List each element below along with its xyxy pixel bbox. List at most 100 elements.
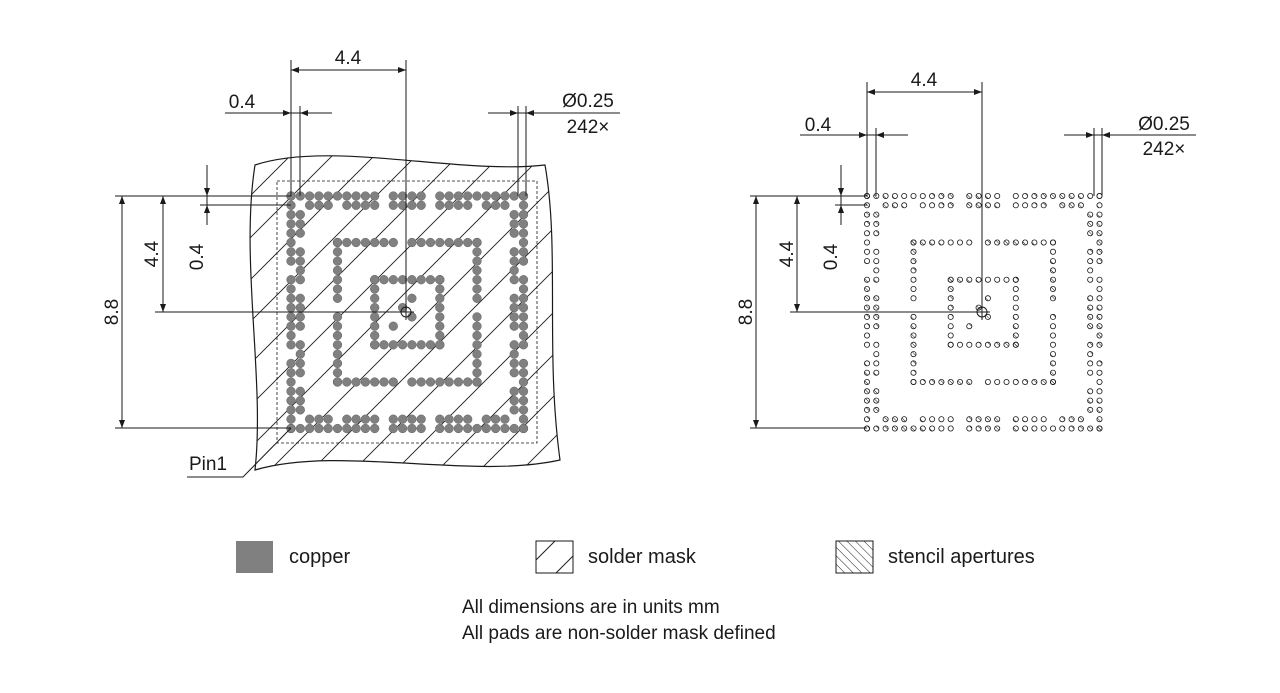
stencil-aperture <box>919 416 926 423</box>
pin1-callout: Pin1 <box>187 427 292 478</box>
land-pattern-view: 4.4 0.4 Ø0.25 242× 8.8 <box>102 48 620 478</box>
stencil-aperture <box>882 202 889 209</box>
stencil-aperture <box>864 406 871 413</box>
copper-pad <box>351 414 361 424</box>
stencil-aperture <box>1022 202 1029 209</box>
stencil-aperture <box>864 295 871 302</box>
copper-pad <box>407 275 417 285</box>
copper-pad <box>472 358 482 369</box>
stencil-aperture <box>864 360 871 367</box>
copper-pad <box>295 265 305 276</box>
copper-pad <box>491 423 501 434</box>
stencil-aperture <box>1040 378 1047 385</box>
copper-pad <box>286 330 296 341</box>
stencil-aperture <box>1012 332 1019 339</box>
copper-pad <box>388 423 398 434</box>
stencil-aperture <box>1012 416 1019 423</box>
copper-pad <box>518 358 529 369</box>
copper-pad <box>370 237 380 248</box>
stencil-aperture <box>994 276 1001 283</box>
stencil-aperture <box>910 313 917 320</box>
copper-pad <box>416 414 426 424</box>
stencil-aperture <box>1012 304 1019 311</box>
copper-pad <box>398 275 408 285</box>
copper-pad <box>295 368 305 378</box>
label-pad-diameter: Ø0.25 <box>562 91 614 112</box>
copper-pad <box>370 191 380 201</box>
stencil-aperture <box>947 285 954 292</box>
copper-pad <box>472 275 482 285</box>
copper-pad <box>286 247 296 257</box>
legend-label-stencil: stencil apertures <box>888 546 1035 568</box>
stencil-aperture <box>873 295 880 302</box>
stencil-aperture <box>1050 425 1057 432</box>
stencil-aperture <box>864 304 871 311</box>
stencil-aperture <box>873 369 880 376</box>
stencil-aperture <box>1096 378 1103 385</box>
copper-pad <box>370 303 380 313</box>
copper-pad <box>472 293 482 303</box>
copper-pad <box>379 275 389 285</box>
copper-pad <box>509 386 519 396</box>
copper-pad <box>295 210 305 220</box>
copper-pad <box>509 219 519 229</box>
stencil-aperture <box>1087 230 1094 237</box>
legend-label-copper: copper <box>289 546 350 568</box>
stencil-aperture <box>910 378 917 385</box>
copper-pad <box>472 312 482 322</box>
copper-pad <box>314 191 324 201</box>
copper-pad <box>342 377 352 387</box>
copper-pad <box>509 303 519 313</box>
stencil-aperture <box>1022 378 1029 385</box>
stencil-aperture <box>947 239 954 246</box>
stencil-aperture <box>966 276 973 283</box>
stencil-aperture <box>873 351 880 358</box>
copper-pad <box>295 340 305 350</box>
stencil-aperture <box>1059 192 1066 199</box>
copper-pad <box>518 377 529 387</box>
copper-pad <box>351 200 361 210</box>
copper-pad <box>435 284 445 294</box>
stencil-aperture <box>1087 341 1094 348</box>
dim-row-pitch-vertical: 0.4 <box>187 165 291 270</box>
copper-pad <box>509 349 519 359</box>
copper-pad <box>435 321 445 331</box>
stencil-aperture <box>919 192 926 199</box>
copper-pad <box>416 340 426 350</box>
copper-pad <box>518 386 529 396</box>
copper-pad <box>444 423 454 434</box>
copper-pad <box>370 414 380 424</box>
copper-pad <box>518 228 529 238</box>
stencil-aperture <box>1096 258 1103 265</box>
copper-pad <box>295 219 305 229</box>
stencil-aperture <box>947 276 954 283</box>
copper-pad <box>286 219 296 229</box>
copper-pad <box>481 414 491 424</box>
copper-pad <box>370 275 380 285</box>
label-pad-diameter-stencil: Ø0.25 <box>1138 114 1190 135</box>
legend-item-copper: copper <box>236 541 350 573</box>
stencil-aperture <box>1096 276 1103 283</box>
copper-pad <box>370 377 380 387</box>
stencil-aperture <box>864 211 871 218</box>
copper-pad <box>332 321 343 331</box>
copper-pad <box>435 275 445 285</box>
stencil-aperture <box>910 192 917 199</box>
copper-pad <box>509 405 519 415</box>
copper-pad <box>435 293 445 303</box>
stencil-aperture <box>873 360 880 367</box>
stencil-aperture <box>966 425 973 432</box>
stencil-aperture <box>1022 425 1029 432</box>
copper-pad <box>435 377 445 387</box>
legend-swatch-stencil <box>835 540 874 574</box>
stencil-aperture <box>1050 378 1057 385</box>
stencil-aperture <box>1096 230 1103 237</box>
stencil-aperture <box>910 248 917 255</box>
stencil-aperture <box>910 276 917 283</box>
copper-pad <box>518 396 529 406</box>
copper-pad <box>518 219 529 229</box>
stencil-aperture <box>1040 425 1047 432</box>
copper-pad <box>351 191 361 201</box>
stencil-aperture <box>975 425 982 432</box>
label-row-pitch-vertical: 0.4 <box>187 243 208 270</box>
